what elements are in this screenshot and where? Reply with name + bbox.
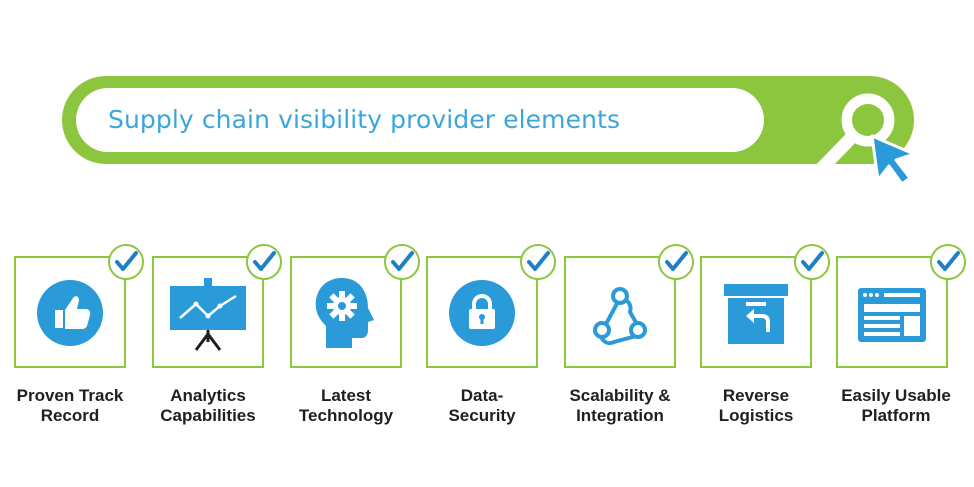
feature-card-easily-usable-platform: [836, 256, 948, 368]
magnifier-icon[interactable]: [806, 84, 916, 194]
padlock-icon: [449, 280, 515, 346]
checkmark-icon: [658, 244, 694, 280]
thumbs-up-icon: [37, 280, 103, 346]
checkmark-icon: [794, 244, 830, 280]
search-query-text: Supply chain visibility provider element…: [108, 105, 621, 134]
feature-card-scalability-integration: [564, 256, 676, 368]
feature-card-proven-track-record: [14, 256, 126, 368]
webhook-icon: [593, 287, 647, 345]
gear-head-icon: [315, 278, 374, 348]
checkmark-icon: [930, 244, 966, 280]
browser-window-icon: [858, 288, 926, 342]
presentation-chart-icon: [170, 278, 246, 351]
checkmark-icon: [384, 244, 420, 280]
feature-card-analytics-capabilities: [152, 256, 264, 368]
feature-label: Data-Security: [448, 386, 516, 425]
cursor-arrow-icon: [870, 134, 916, 186]
feature-card-data-security: [426, 256, 538, 368]
checkmark-icon: [246, 244, 282, 280]
checkmark-icon: [108, 244, 144, 280]
search-bar: Supply chain visibility provider element…: [62, 76, 914, 164]
return-box-icon: [724, 284, 788, 344]
feature-card-latest-technology: [290, 256, 402, 368]
feature-card-reverse-logistics: [700, 256, 812, 368]
checkmark-icon: [520, 244, 556, 280]
feature-label: Scalability &Integration: [569, 386, 671, 425]
search-input[interactable]: Supply chain visibility provider element…: [76, 88, 764, 152]
